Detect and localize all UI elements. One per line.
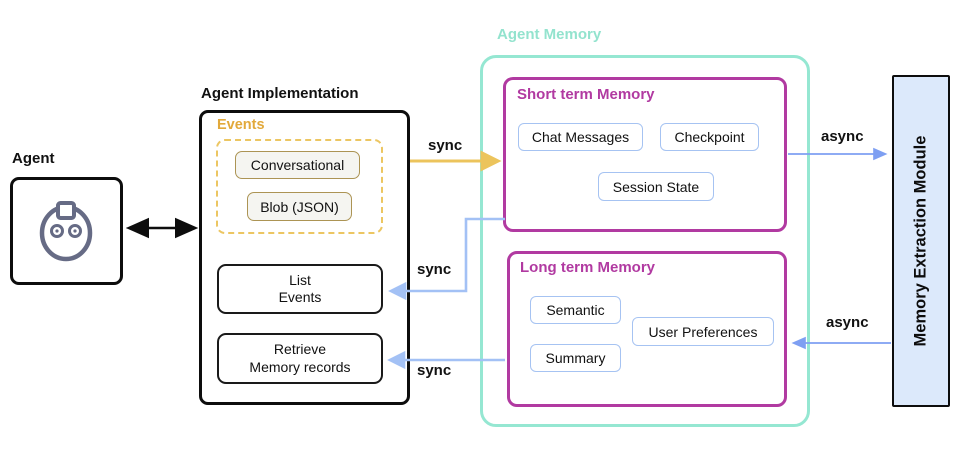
edge-label-sync-retrieve: sync bbox=[417, 362, 452, 379]
events-group bbox=[216, 139, 383, 234]
chip-checkpoint: Checkpoint bbox=[660, 123, 759, 151]
short-term-memory-title: Short term Memory bbox=[517, 86, 655, 103]
chip-semantic: Semantic bbox=[530, 296, 621, 324]
edge-label-async-top: async bbox=[821, 128, 864, 145]
memory-extraction-module-title: Memory Extraction Module bbox=[911, 135, 930, 347]
chip-chat-messages: Chat Messages bbox=[518, 123, 643, 151]
edge-label-sync-events: sync bbox=[428, 137, 463, 154]
events-label: Events bbox=[217, 117, 265, 133]
retrieve-line2: Memory records bbox=[249, 358, 351, 375]
chip-session-state: Session State bbox=[598, 172, 714, 201]
retrieve-memory-records-box: Retrieve Memory records bbox=[217, 333, 383, 384]
list-events-box: List Events bbox=[217, 264, 383, 314]
chip-summary: Summary bbox=[530, 344, 621, 372]
blob-json-chip: Blob (JSON) bbox=[247, 192, 352, 221]
edge-label-async-bottom: async bbox=[826, 314, 869, 331]
robot-icon bbox=[39, 201, 93, 262]
chip-user-preferences: User Preferences bbox=[632, 317, 774, 346]
agent-label: Agent bbox=[12, 150, 55, 167]
long-term-memory-title: Long term Memory bbox=[520, 259, 656, 276]
retrieve-line1: Retrieve bbox=[273, 341, 327, 357]
agent-implementation-title: Agent Implementation bbox=[201, 85, 359, 102]
short-term-memory-box bbox=[503, 77, 787, 232]
edge-label-sync-list-events: sync bbox=[417, 261, 452, 278]
agent-memory-label: Agent Memory bbox=[497, 26, 602, 43]
list-events-line1: List bbox=[289, 271, 311, 288]
list-events-line2: Events bbox=[278, 289, 322, 305]
conversational-chip: Conversational bbox=[235, 151, 360, 179]
memory-extraction-module-box: Memory Extraction Module bbox=[892, 75, 950, 407]
agent-box bbox=[10, 177, 123, 285]
